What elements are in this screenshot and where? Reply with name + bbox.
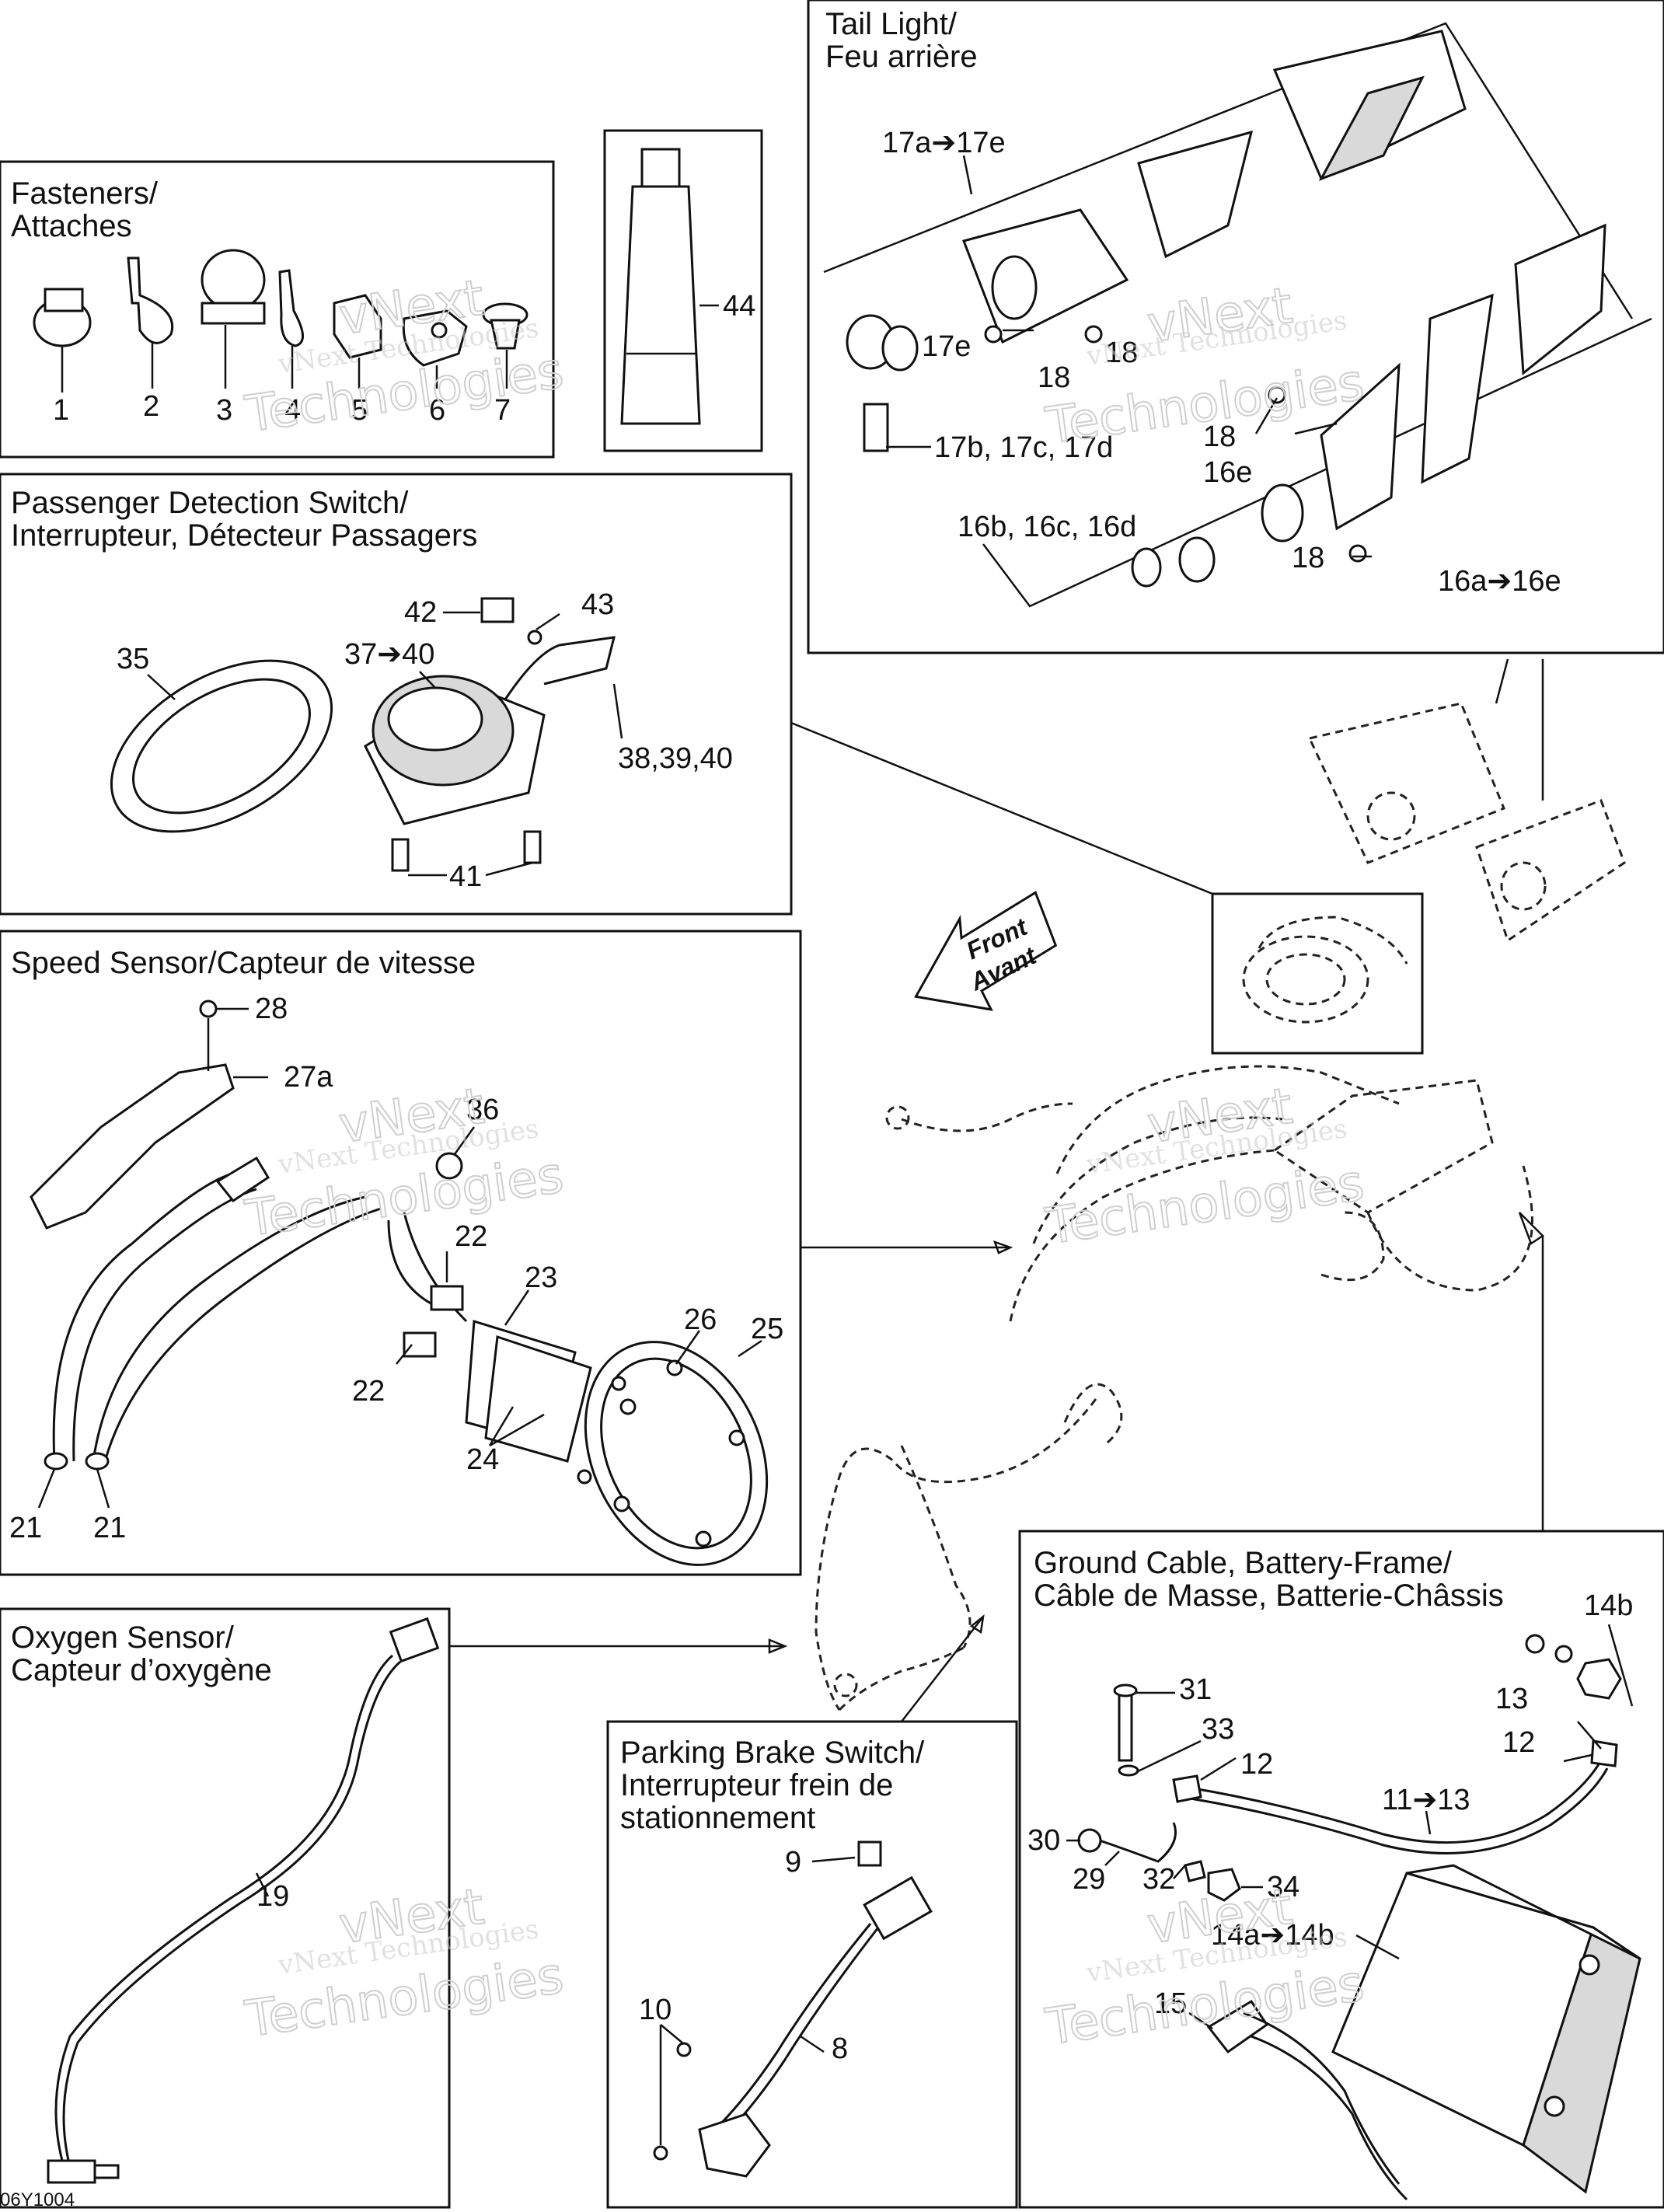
callout-11-13: 11➔13 [1382, 1784, 1470, 1816]
callout-32: 32 [1142, 1863, 1175, 1896]
callout-13: 13 [1495, 1683, 1528, 1715]
callout-3: 3 [216, 394, 232, 427]
callout-18-a: 18 [1038, 361, 1070, 394]
callout-6: 6 [429, 394, 445, 427]
oxygen-title-2: Capteur d’oxygène [11, 1653, 272, 1687]
callout-17a-17e: 17a➔17e [882, 127, 1006, 159]
callout-15: 15 [1154, 1987, 1187, 2020]
callout-44: 44 [723, 290, 755, 323]
callout-30: 30 [1027, 1824, 1060, 1857]
ground-title-2: Câble de Masse, Batterie-Châssis [1034, 1579, 1504, 1613]
callout-2: 2 [143, 390, 159, 423]
fasteners-title-2: Attaches [11, 209, 132, 243]
speed-sensor-panel: Speed Sensor/Capteur de vitesse 28 27a 2… [0, 930, 802, 1576]
callout-1: 1 [53, 394, 69, 427]
callout-33: 33 [1202, 1713, 1234, 1746]
parking-title-3: stationnement [620, 1801, 815, 1835]
callout-28: 28 [255, 993, 288, 1025]
callout-26: 26 [684, 1303, 717, 1336]
callout-18-c: 18 [1203, 420, 1236, 453]
tail-light-panel: Tail Light/ Feu arrière 17a➔17e 17e [807, 0, 1664, 654]
callout-10: 10 [639, 1994, 672, 2026]
callout-12-a: 12 [1240, 1748, 1273, 1781]
tie-part-4 [278, 269, 304, 389]
callout-16b-16c-16d: 16b, 16c, 16d [958, 511, 1136, 543]
passenger-switch-panel: Passenger Detection Switch/ Interrupteur… [0, 473, 793, 916]
push-rivet-part-7 [482, 302, 529, 389]
callout-8: 8 [832, 2032, 848, 2065]
nut-part-6 [402, 309, 468, 389]
callout-16e: 16e [1203, 456, 1252, 489]
callout-29: 29 [1073, 1863, 1105, 1896]
sealant-tube-panel: 44 [603, 129, 763, 452]
oxygen-title-1: Oxygen Sensor/ [11, 1621, 235, 1655]
callout-18-b: 18 [1105, 337, 1138, 369]
passenger-title-1: Passenger Detection Switch/ [11, 486, 409, 520]
figure-reference: 06Y1004 [0, 2189, 75, 2210]
connector-lines [449, 658, 1544, 1722]
fasteners-title-1: Fasteners/ [11, 176, 159, 211]
callout-14a-14b: 14a➔14b [1211, 1919, 1334, 1952]
ground-cable-panel: Ground Cable, Battery-Frame/ Câble de Ma… [1018, 1530, 1664, 2209]
callout-21-a: 21 [9, 1512, 42, 1544]
callout-35: 35 [117, 643, 149, 675]
callout-21-b: 21 [93, 1512, 126, 1544]
parking-title-1: Parking Brake Switch/ [620, 1736, 925, 1770]
tie-strap-part-3 [201, 249, 266, 389]
callout-14b: 14b [1584, 1589, 1633, 1622]
callout-5: 5 [351, 394, 368, 427]
oxygen-sensor-panel: Oxygen Sensor/ Capteur d’oxygène 19 [0, 1607, 451, 2209]
callout-31: 31 [1179, 1673, 1212, 1706]
callout-42: 42 [404, 596, 437, 629]
callout-38-39-40: 38,39,40 [618, 742, 733, 775]
callout-34: 34 [1267, 1871, 1299, 1903]
callout-17e: 17e [922, 330, 971, 363]
callout-41: 41 [449, 860, 482, 893]
callout-23: 23 [525, 1261, 557, 1294]
passenger-title-2: Interrupteur, Détecteur Passagers [11, 518, 477, 553]
front-arrow: Front Avant [914, 891, 1058, 1011]
clip-part-5 [333, 294, 382, 389]
ground-title-1: Ground Cable, Battery-Frame/ [1034, 1546, 1453, 1580]
callout-22-b: 22 [352, 1375, 385, 1408]
callout-27a: 27a [284, 1061, 333, 1094]
speed-title: Speed Sensor/Capteur de vitesse [11, 946, 476, 980]
callout-7: 7 [494, 394, 511, 427]
callout-19: 19 [256, 1880, 289, 1913]
callout-37-40: 37➔40 [344, 638, 434, 671]
callout-22-a: 22 [455, 1220, 487, 1253]
fasteners-panel: Fasteners/ Attaches [0, 160, 555, 459]
clamp-part-1 [33, 288, 92, 393]
callout-18-d: 18 [1292, 542, 1324, 574]
callout-43: 43 [581, 588, 614, 621]
callout-9: 9 [785, 1846, 801, 1879]
callout-17b-17c-17d: 17b, 17c, 17d [934, 431, 1113, 464]
callout-12-b: 12 [1502, 1726, 1535, 1759]
callout-24: 24 [466, 1443, 499, 1476]
tail-light-title-2: Feu arrière [825, 40, 978, 74]
callout-25: 25 [751, 1313, 783, 1345]
callout-4: 4 [284, 394, 301, 427]
tie-strap-part-2 [127, 256, 173, 389]
parking-title-2: Interrupteur frein de [620, 1768, 893, 1802]
callout-36: 36 [466, 1094, 499, 1126]
tail-light-title-1: Tail Light/ [825, 7, 958, 41]
parking-brake-panel: Parking Brake Switch/ Interrupteur frein… [606, 1720, 1018, 2209]
main-harness-assembly: Front Avant [815, 702, 1626, 1711]
callout-16a-16e: 16a➔16e [1438, 565, 1561, 598]
